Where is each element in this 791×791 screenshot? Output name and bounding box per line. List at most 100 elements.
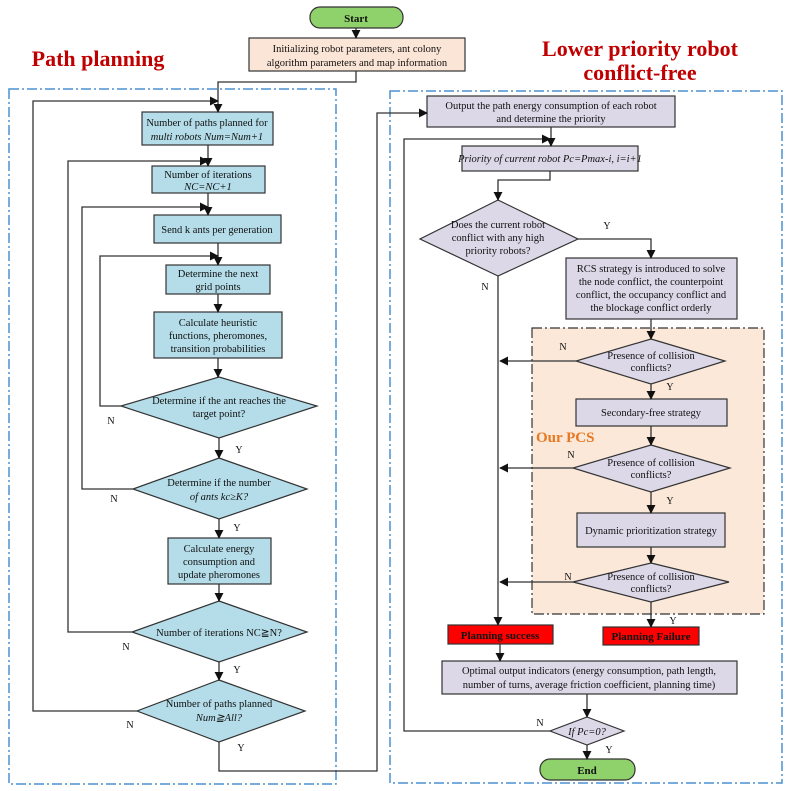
svg-text:Number of iterations: Number of iterations bbox=[164, 170, 251, 181]
svg-text:Planning Failure: Planning Failure bbox=[612, 631, 691, 643]
edge-conflict-yes-rcs bbox=[578, 238, 656, 259]
svg-text:Presence of collision: Presence of collision bbox=[607, 458, 695, 469]
svg-text:Dynamic prioritization strateg: Dynamic prioritization strategy bbox=[585, 526, 718, 537]
label-col2-yes: Y bbox=[666, 496, 673, 507]
send-ants-box: Send k ants per generation bbox=[153, 214, 282, 244]
pcs-label: Our PCS bbox=[536, 430, 594, 446]
svg-text:conflict, the occupancy confli: conflict, the occupancy conflict and bbox=[576, 290, 727, 301]
svg-text:Number of iterations NC≧N?: Number of iterations NC≧N? bbox=[156, 628, 282, 639]
svg-text:Presence of collision: Presence of collision bbox=[607, 572, 695, 583]
svg-text:Determine if the number: Determine if the number bbox=[167, 478, 271, 489]
secondary-free-box: Secondary-free strategy bbox=[575, 398, 728, 427]
left-panel-border bbox=[8, 88, 337, 785]
svg-text:of ants kc≥K?: of ants kc≥K? bbox=[190, 492, 249, 503]
edge-paths-no-loop bbox=[32, 96, 219, 712]
right-panel-border bbox=[389, 90, 783, 784]
end-terminal: End bbox=[539, 758, 636, 781]
svg-text:Determine the next: Determine the next bbox=[178, 269, 259, 280]
left-panel-title: Path planning bbox=[32, 46, 165, 71]
svg-text:algorithm parameters and map i: algorithm parameters and map information bbox=[267, 58, 448, 69]
svg-text:Planning success: Planning success bbox=[461, 630, 540, 642]
svg-text:conflicts?: conflicts? bbox=[631, 363, 672, 374]
edge-labels: N Y N Y N Y N Y Y N N Y N Y N Y N Y bbox=[107, 221, 676, 756]
label-col1-no: N bbox=[559, 342, 566, 353]
label-pczero-yes: Y bbox=[605, 745, 612, 756]
svg-text:conflicts?: conflicts? bbox=[631, 584, 672, 595]
edge-reach-no-loop bbox=[99, 251, 219, 407]
init-box: Initializing robot parameters, ant colon… bbox=[248, 37, 466, 72]
svg-text:Calculate heuristic: Calculate heuristic bbox=[179, 318, 258, 329]
svg-text:update pheromones: update pheromones bbox=[178, 570, 260, 581]
svg-text:Determine if the ant reaches t: Determine if the ant reaches the bbox=[152, 396, 286, 407]
label-ants-no: N bbox=[110, 494, 117, 505]
energy-box: Calculate energy consumption and update … bbox=[167, 537, 272, 585]
svg-text:Calculate energy: Calculate energy bbox=[184, 544, 255, 555]
svg-text:priority robots?: priority robots? bbox=[465, 246, 530, 257]
num-paths-box: Number of paths planned for multi robots… bbox=[141, 111, 274, 146]
svg-text:NC=NC+1: NC=NC+1 bbox=[183, 182, 231, 193]
svg-text:functions, pheromones,: functions, pheromones, bbox=[169, 331, 267, 342]
svg-text:conflict with any high: conflict with any high bbox=[452, 233, 545, 244]
svg-text:grid points: grid points bbox=[195, 282, 240, 293]
svg-text:Num≧All?: Num≧All? bbox=[195, 713, 243, 724]
svg-text:the node conflict, the counter: the node conflict, the counterpoint bbox=[579, 277, 723, 288]
label-reach-yes: Y bbox=[235, 445, 242, 456]
output-energy-box: Output the path energy consumption of ea… bbox=[426, 95, 676, 128]
svg-text:End: End bbox=[577, 765, 597, 777]
optimal-output-box: Optimal output indicators (energy consum… bbox=[441, 660, 738, 695]
label-reach-no: N bbox=[107, 416, 114, 427]
svg-text:target point?: target point? bbox=[193, 409, 246, 420]
conflict-check-decision: Does the current robot conflict with any… bbox=[418, 199, 580, 277]
planning-success-box: Planning success bbox=[447, 624, 554, 645]
svg-text:conflicts?: conflicts? bbox=[631, 470, 672, 481]
priority-box: Priority of current robot Pc=Pmax-i, i=i… bbox=[457, 145, 642, 172]
reach-target-decision: Determine if the ant reaches the target … bbox=[118, 376, 320, 439]
svg-text:Initializing robot parameters,: Initializing robot parameters, ant colon… bbox=[273, 44, 443, 55]
edge-paths-yes-output bbox=[218, 108, 428, 772]
label-paths-yes: Y bbox=[237, 743, 244, 754]
svg-text:multi robots Num=Num+1: multi robots Num=Num+1 bbox=[151, 132, 263, 143]
paths-check-decision: Number of paths planned Num≧All? bbox=[135, 679, 307, 743]
svg-text:and determine the priority: and determine the priority bbox=[496, 114, 606, 125]
svg-text:transition probabilities: transition probabilities bbox=[171, 344, 266, 355]
svg-text:Secondary-free strategy: Secondary-free strategy bbox=[601, 408, 702, 419]
edge-iter-no-loop bbox=[67, 156, 209, 633]
svg-text:Number of paths planned for: Number of paths planned for bbox=[146, 118, 268, 129]
label-col3-no: N bbox=[564, 572, 571, 583]
dynamic-priority-box: Dynamic prioritization strategy bbox=[576, 512, 726, 548]
edges bbox=[32, 28, 656, 772]
iter-check-decision: Number of iterations NC≧N? bbox=[130, 600, 309, 663]
svg-text:Output the path energy consump: Output the path energy consumption of ea… bbox=[445, 101, 656, 112]
svg-text:Optimal output indicators (ene: Optimal output indicators (energy consum… bbox=[462, 666, 716, 677]
svg-text:Send k ants per generation: Send k ants per generation bbox=[161, 225, 273, 236]
label-iter-no: N bbox=[122, 642, 129, 653]
planning-failure-box: Planning Failure bbox=[602, 626, 700, 646]
pc-zero-decision: If Pc=0? bbox=[548, 716, 626, 746]
right-panel-title-line2: conflict-free bbox=[583, 60, 696, 85]
heuristic-box: Calculate heuristic functions, pheromone… bbox=[153, 311, 283, 359]
label-conflict-yes: Y bbox=[603, 221, 610, 232]
label-paths-no: N bbox=[126, 720, 133, 731]
label-iter-yes: Y bbox=[233, 665, 240, 676]
edge-ants-no-loop bbox=[81, 202, 209, 490]
label-col3-yes: Y bbox=[669, 616, 676, 627]
svg-text:consumption and: consumption and bbox=[183, 557, 256, 568]
label-conflict-no: N bbox=[481, 282, 488, 293]
svg-text:Presence of collision: Presence of collision bbox=[607, 351, 695, 362]
svg-text:Priority of current robot Pc=P: Priority of current robot Pc=Pmax-i, i=i… bbox=[457, 154, 642, 165]
svg-text:Number of paths planned: Number of paths planned bbox=[166, 699, 273, 710]
label-ants-yes: Y bbox=[233, 523, 240, 534]
right-panel-title-line1: Lower priority robot bbox=[542, 36, 739, 61]
rcs-box: RCS strategy is introduced to solve the … bbox=[565, 257, 738, 320]
edge-priority-conflict bbox=[493, 171, 551, 201]
label-col2-no: N bbox=[567, 450, 574, 461]
svg-text:RCS strategy is introduced to: RCS strategy is introduced to solve bbox=[577, 264, 726, 275]
edge-pczero-no-loop bbox=[403, 134, 551, 732]
svg-text:If Pc=0?: If Pc=0? bbox=[567, 727, 606, 738]
label-pczero-no: N bbox=[536, 718, 543, 729]
svg-text:Start: Start bbox=[344, 13, 368, 25]
next-grid-box: Determine the next grid points bbox=[165, 264, 271, 295]
svg-text:the blockage conflict orderly: the blockage conflict orderly bbox=[591, 303, 713, 314]
start-terminal: Start bbox=[309, 6, 404, 29]
